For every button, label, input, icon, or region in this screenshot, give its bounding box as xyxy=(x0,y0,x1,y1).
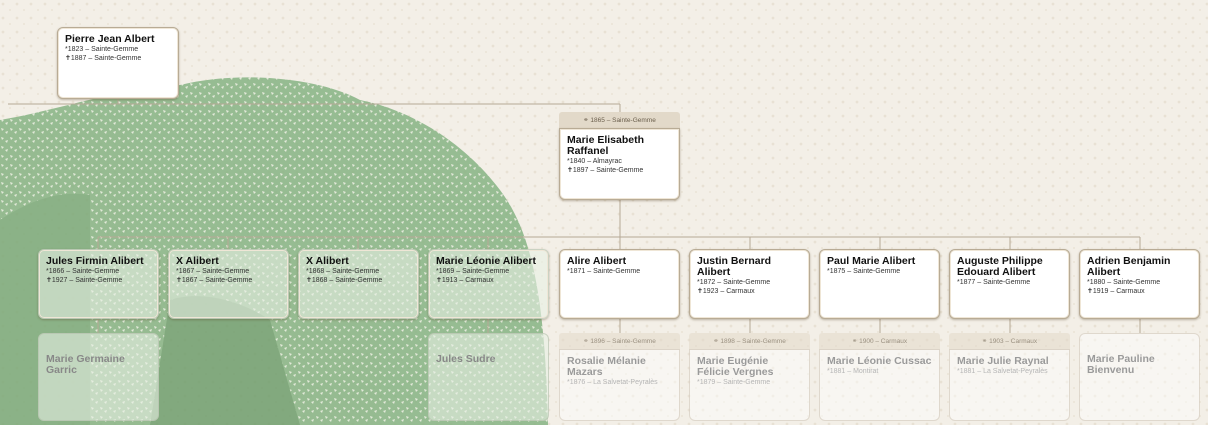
death-info: ✝1867 – Sainte-Gemme xyxy=(176,277,253,284)
birth-info: *1869 – Sainte-Gemme xyxy=(436,268,510,275)
person-name: Alire Alibert xyxy=(567,255,627,267)
marriage-label: ⚭ 1898 – Sainte-Gemme xyxy=(689,333,810,350)
birth-info: *1875 – Sainte-Gemme xyxy=(827,268,901,275)
child-spouse-card-2[interactable]: Jules Sudre xyxy=(428,333,549,421)
death-info: ✝1913 – Carmaux xyxy=(436,277,494,284)
person-card-spouse[interactable]: Marie Elisabeth Raffanel *1840 – Almayra… xyxy=(559,128,680,200)
person-name: Auguste Philippe Edouard Alibert xyxy=(957,255,1043,278)
person-name: Paul Marie Alibert xyxy=(827,255,916,267)
person-name: Marie Léonie Cussac xyxy=(827,355,932,367)
birth-info: *1868 – Sainte-Gemme xyxy=(306,268,380,275)
child-spouse-card-6[interactable]: Marie Julie Raynal *1881 – La Salvetat-P… xyxy=(949,349,1070,421)
marriage-label: ⚭ 1903 – Carmaux xyxy=(949,333,1070,350)
person-name: Jules Sudre xyxy=(436,353,496,365)
person-name: Marie Pauline Bienvenu xyxy=(1087,353,1155,376)
child-spouse-card-4[interactable]: Marie Eugénie Félicie Vergnes *1879 – Sa… xyxy=(689,349,810,421)
birth-info: *1866 – Sainte-Gemme xyxy=(46,268,120,275)
person-name: Justin Bernard Alibert xyxy=(697,255,772,278)
person-name: Marie Germaine Garric xyxy=(46,353,125,376)
child-card-8[interactable]: Auguste Philippe Edouard Alibert *1877 –… xyxy=(949,249,1070,319)
death-info: ✝1927 – Sainte-Gemme xyxy=(46,277,123,284)
death-info: ✝1887 – Sainte-Gemme xyxy=(65,55,142,62)
child-spouse-card-5[interactable]: Marie Léonie Cussac *1881 – Montirat xyxy=(819,349,940,421)
birth-info: *1881 – La Salvetat-Peyralès xyxy=(957,368,1048,375)
child-card-3[interactable]: X Alibert *1868 – Sainte-Gemme ✝1868 – S… xyxy=(298,249,419,319)
child-spouse-card-3[interactable]: Rosalie Mélanie Mazars *1876 – La Salvet… xyxy=(559,349,680,421)
person-name: Marie Julie Raynal xyxy=(957,355,1049,367)
person-name: Rosalie Mélanie Mazars xyxy=(567,355,646,378)
birth-info: *1867 – Sainte-Gemme xyxy=(176,268,250,275)
person-name: Marie Léonie Alibert xyxy=(436,255,536,267)
child-card-5[interactable]: Alire Alibert *1871 – Sainte-Gemme xyxy=(559,249,680,319)
person-card-root[interactable]: Pierre Jean Albert *1823 – Sainte-Gemme … xyxy=(57,27,179,99)
birth-info: *1880 – Sainte-Gemme xyxy=(1087,279,1161,286)
marriage-label: ⚭ 1900 – Carmaux xyxy=(819,333,940,350)
child-spouse-card-7[interactable]: Marie Pauline Bienvenu xyxy=(1079,333,1200,421)
person-name: Marie Elisabeth Raffanel xyxy=(567,134,645,157)
marriage-label: ⚭ 1865 – Sainte-Gemme xyxy=(559,112,680,129)
death-info: ✝1919 – Carmaux xyxy=(1087,288,1145,295)
person-name: Pierre Jean Albert xyxy=(65,33,155,45)
person-name: Adrien Benjamin Alibert xyxy=(1087,255,1171,278)
child-card-1[interactable]: Jules Firmin Alibert *1866 – Sainte-Gemm… xyxy=(38,249,159,319)
child-card-6[interactable]: Justin Bernard Alibert *1872 – Sainte-Ge… xyxy=(689,249,810,319)
child-card-2[interactable]: X Alibert *1867 – Sainte-Gemme ✝1867 – S… xyxy=(168,249,289,319)
birth-info: *1871 – Sainte-Gemme xyxy=(567,268,641,275)
person-name: X Alibert xyxy=(306,255,349,267)
child-card-7[interactable]: Paul Marie Alibert *1875 – Sainte-Gemme xyxy=(819,249,940,319)
birth-info: *1876 – La Salvetat-Peyralès xyxy=(567,379,658,386)
person-name: Jules Firmin Alibert xyxy=(46,255,144,267)
death-info: ✝1897 – Sainte-Gemme xyxy=(567,167,644,174)
marriage-label: ⚭ 1896 – Sainte-Gemme xyxy=(559,333,680,350)
child-card-4[interactable]: Marie Léonie Alibert *1869 – Sainte-Gemm… xyxy=(428,249,549,319)
death-info: ✝1868 – Sainte-Gemme xyxy=(306,277,383,284)
birth-info: *1872 – Sainte-Gemme xyxy=(697,279,771,286)
birth-info: *1877 – Sainte-Gemme xyxy=(957,279,1031,286)
person-name: Marie Eugénie Félicie Vergnes xyxy=(697,355,774,378)
birth-info: *1881 – Montirat xyxy=(827,368,879,375)
birth-info: *1823 – Sainte-Gemme xyxy=(65,46,139,53)
death-info: ✝1923 – Carmaux xyxy=(697,288,755,295)
birth-info: *1879 – Sainte-Gemme xyxy=(697,379,771,386)
child-card-9[interactable]: Adrien Benjamin Alibert *1880 – Sainte-G… xyxy=(1079,249,1200,319)
child-spouse-card-1[interactable]: Marie Germaine Garric xyxy=(38,333,159,421)
person-name: X Alibert xyxy=(176,255,219,267)
birth-info: *1840 – Almayrac xyxy=(567,158,622,165)
